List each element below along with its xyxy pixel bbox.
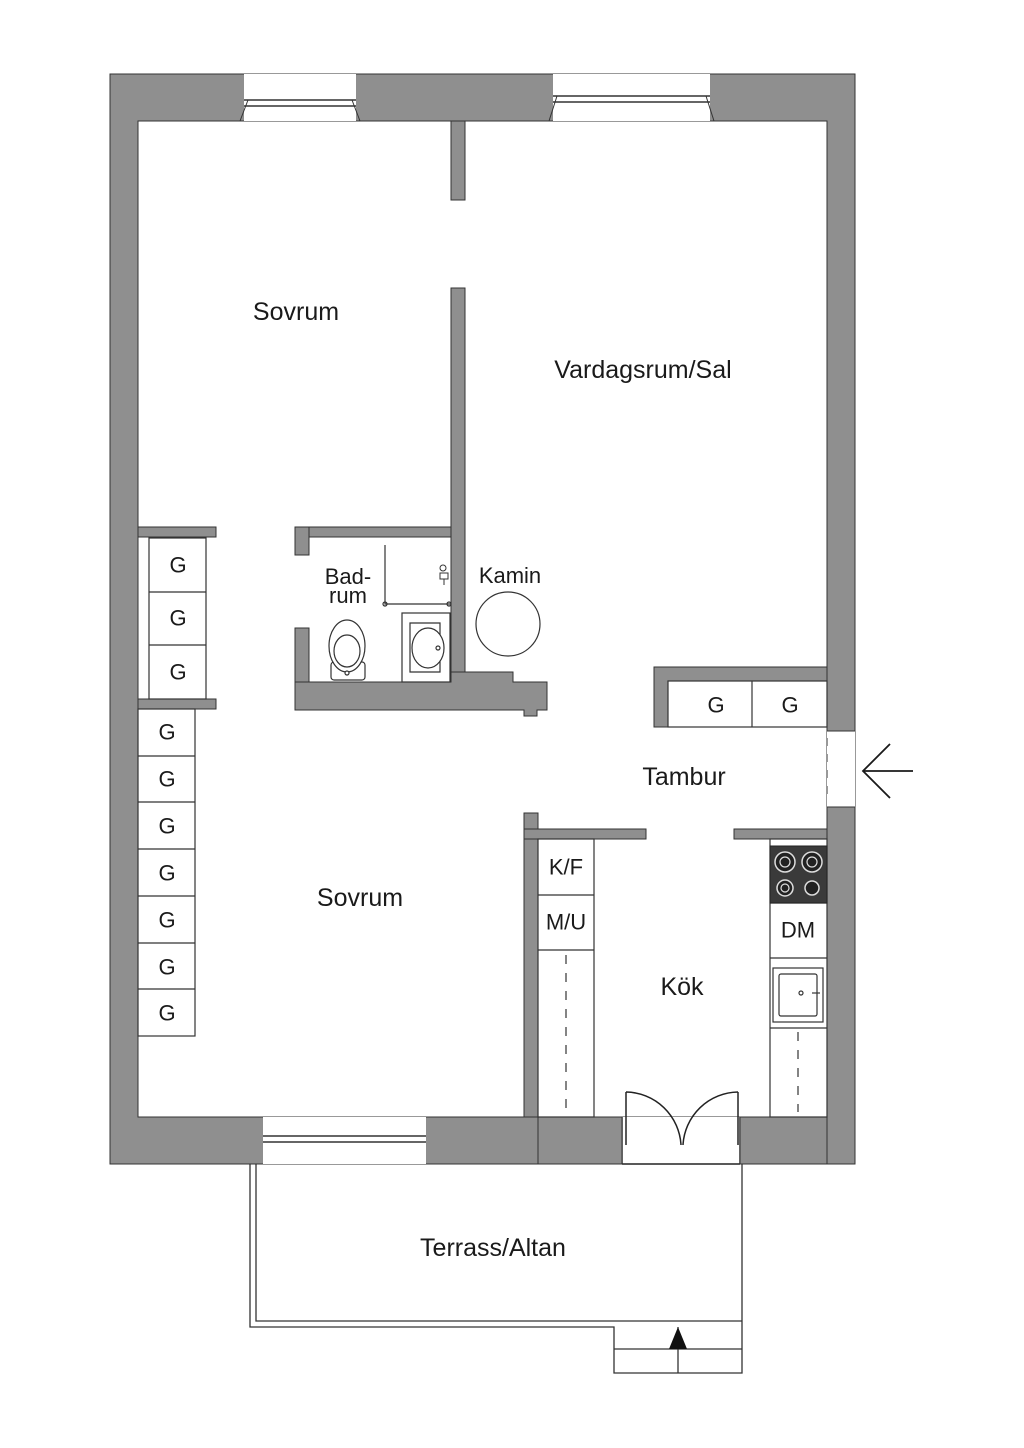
appliance-label-fridge-freezer: K/F [549,855,583,880]
closet-label: G [158,908,175,933]
closet-label: G [781,693,798,718]
window-top-left [239,74,361,122]
closet-label: G [158,861,175,886]
closet-label: G [158,767,175,792]
closet-column-upper [148,537,207,700]
room-label-terrass: Terrass/Altan [420,1234,566,1262]
appliance-label-dishwasher: DM [781,918,815,943]
closet-labels: G G G G G G G G G G G G [158,553,798,1026]
closet-label: G [158,955,175,980]
closet-label: G [169,606,186,631]
room-label-kamin: Kamin [479,563,541,588]
entrance-door[interactable] [826,730,855,808]
appliance-label-microwave-oven: M/U [546,910,586,935]
shower-head-icon [439,564,449,585]
terrace-door[interactable] [621,1091,741,1165]
room-label-kok: Kök [660,973,704,1001]
shower-enclosure [382,545,452,607]
interior-walls [137,120,828,1165]
room-label-vardagsrum: Vardagsrum/Sal [554,356,731,384]
bathroom-sink-icon [401,612,451,683]
closet-label: G [169,553,186,578]
stove-icon [769,845,828,904]
window-top-right [548,74,715,122]
room-label-sovrum-top: Sovrum [253,298,339,326]
room-label-badrum-line1: Bad- [325,564,371,589]
closet-column-lower [137,708,196,1037]
closet-label: G [169,660,186,685]
fireplace-icon [475,591,541,657]
room-label-sovrum-bottom: Sovrum [317,884,403,912]
terrace-stairs-arrow-icon [669,1327,687,1349]
kitchen-sink-icon [772,967,824,1023]
terrace-outline [249,1164,743,1374]
kitchen-left-counter [537,838,595,1118]
closet-label: G [158,720,175,745]
closet-label: G [158,1001,175,1026]
room-label-tambur: Tambur [642,763,725,791]
toilet-icon [328,619,366,681]
closet-tambur [667,680,828,728]
entrance-arrow-icon [861,743,913,799]
window-bottom [263,1117,426,1164]
closet-label: G [707,693,724,718]
room-label-badrum-line2: rum [329,583,367,608]
closet-label: G [158,814,175,839]
